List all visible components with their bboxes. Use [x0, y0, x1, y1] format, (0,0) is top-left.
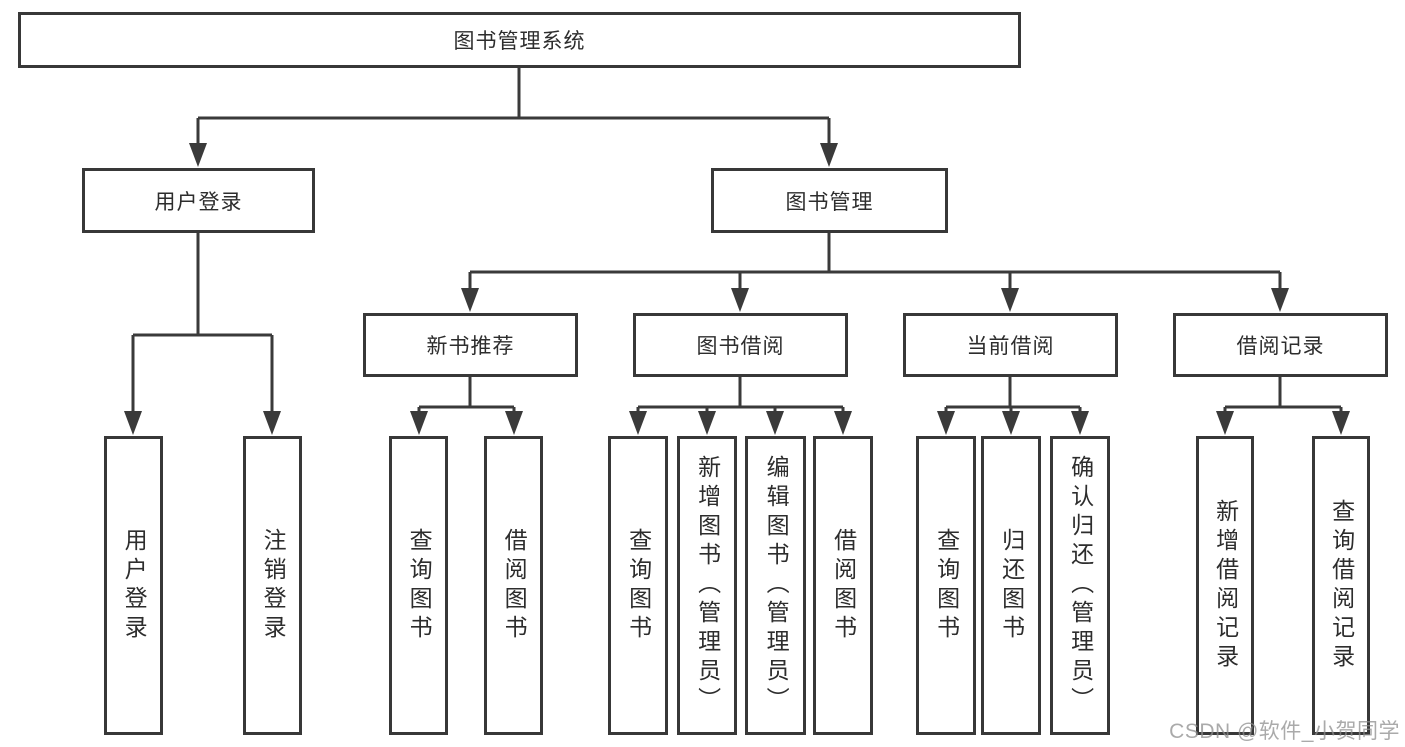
arrow-icon: [124, 411, 142, 435]
arrow-icon: [505, 411, 523, 435]
arrow-icon: [410, 411, 428, 435]
leaf-confirm-return-admin: 确认归还（管理员）: [1050, 436, 1110, 735]
arrow-icon: [1001, 288, 1019, 312]
node-user-login: 用户登录: [82, 168, 315, 233]
leaf-edit-books-admin-label: 编辑图书（管理员）: [763, 455, 790, 716]
leaf-borrow-books-recommend: 借阅图书: [484, 436, 543, 735]
leaf-query-books-borrowing: 查询图书: [608, 436, 668, 735]
arrow-icon: [1002, 411, 1020, 435]
leaf-borrow-books: 借阅图书: [813, 436, 873, 735]
arrow-icon: [1071, 411, 1089, 435]
node-new-book-recommendation-label: 新书推荐: [426, 335, 515, 358]
node-borrow-records: 借阅记录: [1173, 313, 1388, 377]
leaf-add-books-admin: 新增图书（管理员）: [677, 436, 737, 735]
leaf-return-books: 归还图书: [981, 436, 1041, 735]
arrow-icon: [461, 288, 479, 312]
arrow-icon: [834, 411, 852, 435]
root-node-label: 图书管理系统: [453, 30, 586, 53]
leaf-add-books-admin-label: 新增图书（管理员）: [694, 455, 721, 716]
arrow-icon: [629, 411, 647, 435]
node-user-login-label: 用户登录: [154, 190, 243, 214]
leaf-query-borrow-record: 查询借阅记录: [1312, 436, 1370, 735]
arrow-icon: [820, 143, 838, 167]
leaf-add-borrow-record-label: 新增借阅记录: [1212, 498, 1239, 673]
leaf-borrow-books-label: 借阅图书: [830, 527, 857, 644]
leaf-return-books-label: 归还图书: [998, 527, 1025, 644]
arrow-icon: [1332, 411, 1350, 435]
arrow-icon: [731, 288, 749, 312]
node-book-borrowing-label: 图书借阅: [696, 335, 785, 358]
leaf-borrow-books-recommend-label: 借阅图书: [501, 527, 528, 644]
arrow-icon: [189, 143, 207, 167]
arrow-icon: [1271, 288, 1289, 312]
csdn-watermark: CSDN @软件_小贺同学: [1169, 720, 1400, 743]
leaf-query-books-recommend: 查询图书: [389, 436, 448, 735]
node-borrow-records-label: 借阅记录: [1236, 335, 1325, 358]
arrow-icon: [937, 411, 955, 435]
leaf-query-books-borrowing-label: 查询图书: [625, 527, 652, 644]
node-book-management-label: 图书管理: [785, 190, 874, 214]
leaf-edit-books-admin: 编辑图书（管理员）: [745, 436, 806, 735]
arrow-icon: [1216, 411, 1234, 435]
node-current-borrowing-label: 当前借阅: [966, 335, 1055, 358]
arrow-icon: [263, 411, 281, 435]
leaf-add-borrow-record: 新增借阅记录: [1196, 436, 1254, 735]
leaf-query-books-current-label: 查询图书: [933, 527, 960, 644]
arrow-icon: [698, 411, 716, 435]
leaf-user-login: 用户登录: [104, 436, 163, 735]
leaf-query-books-recommend-label: 查询图书: [406, 527, 433, 644]
node-book-management: 图书管理: [711, 168, 948, 233]
leaf-logout: 注销登录: [243, 436, 302, 735]
node-new-book-recommendation: 新书推荐: [363, 313, 578, 377]
node-book-borrowing: 图书借阅: [633, 313, 848, 377]
node-current-borrowing: 当前借阅: [903, 313, 1118, 377]
arrow-icon: [766, 411, 784, 435]
leaf-user-login-label: 用户登录: [121, 527, 148, 644]
leaf-confirm-return-admin-label: 确认归还（管理员）: [1067, 455, 1094, 716]
root-node-library-management-system: 图书管理系统: [18, 12, 1021, 68]
leaf-query-books-current: 查询图书: [916, 436, 976, 735]
leaf-logout-label: 注销登录: [260, 527, 287, 644]
leaf-query-borrow-record-label: 查询借阅记录: [1328, 498, 1355, 673]
